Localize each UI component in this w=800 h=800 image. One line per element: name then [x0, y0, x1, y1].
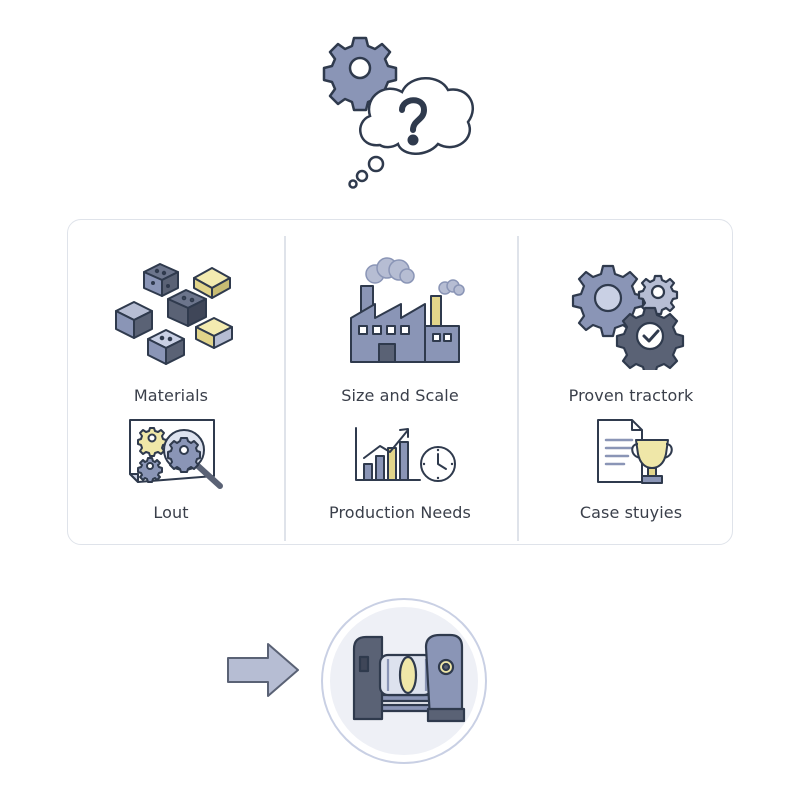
factory-icon — [350, 257, 465, 363]
layout-magnifier-icon — [129, 419, 223, 489]
machine-icon — [321, 598, 487, 764]
grid-label-proven-tractork: Proven tractork — [568, 386, 694, 405]
grid-label-production-needs: Production Needs — [329, 503, 471, 522]
thinking-illustration — [322, 36, 474, 189]
grid-label-lout: Lout — [153, 503, 189, 522]
grid-label-materials: Materials — [133, 386, 209, 405]
grid-label-case-stuyies: Case stuyies — [579, 503, 683, 522]
thought-bubble-icon — [348, 77, 474, 189]
question-mark-icon — [399, 97, 428, 146]
right-arrow-icon — [227, 643, 299, 697]
material-blocks-icon — [115, 263, 233, 365]
column-divider — [517, 236, 519, 541]
document-trophy-icon — [597, 419, 673, 484]
gears-check-icon — [571, 264, 685, 370]
grid-label-size-and-scale: Size and Scale — [341, 386, 459, 405]
growth-chart-clock-icon — [355, 427, 456, 482]
column-divider — [284, 236, 286, 541]
